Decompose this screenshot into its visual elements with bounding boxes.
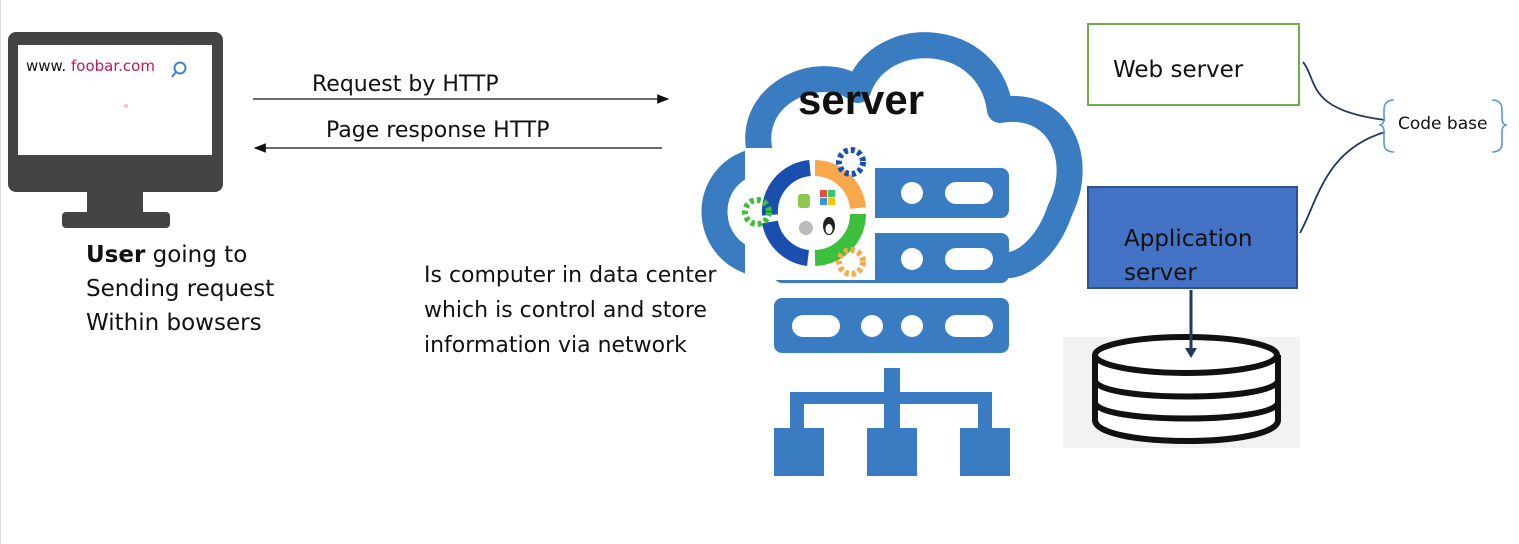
user-caption: User going to Sending request Within bow… — [86, 238, 274, 340]
web-to-codebase-line — [1302, 61, 1386, 121]
url-prefix: www. — [26, 57, 67, 75]
database-icon — [1063, 334, 1300, 448]
page-edge-line — [0, 0, 1, 544]
user-caption-line1: going to — [145, 242, 248, 268]
cloud-icon — [701, 32, 1083, 278]
web-server-box — [1087, 23, 1300, 106]
user-caption-line2: Sending request — [86, 276, 275, 302]
network-tree-icon — [774, 368, 1010, 476]
user-caption-line3: Within bowsers — [86, 310, 262, 336]
response-label: Page response HTTP — [326, 118, 550, 143]
server-description: Is computer in data center which is cont… — [424, 263, 717, 358]
code-base-label: Code base — [1398, 114, 1488, 134]
web-server-label: Web server — [1113, 57, 1244, 83]
server-title: server — [798, 76, 925, 123]
app-to-codebase-line — [1299, 131, 1386, 234]
url-domain: foobar.com — [70, 57, 155, 75]
codebase-braces — [1378, 99, 1508, 153]
user-caption-bold: User — [86, 242, 146, 268]
os-gears-icon — [742, 147, 875, 280]
application-server-label: Application server — [1124, 226, 1253, 286]
request-label: Request by HTTP — [312, 72, 499, 97]
search-icon — [171, 61, 187, 78]
application-server-box — [1087, 186, 1298, 289]
browser-url: www. foobar.com — [26, 57, 155, 75]
